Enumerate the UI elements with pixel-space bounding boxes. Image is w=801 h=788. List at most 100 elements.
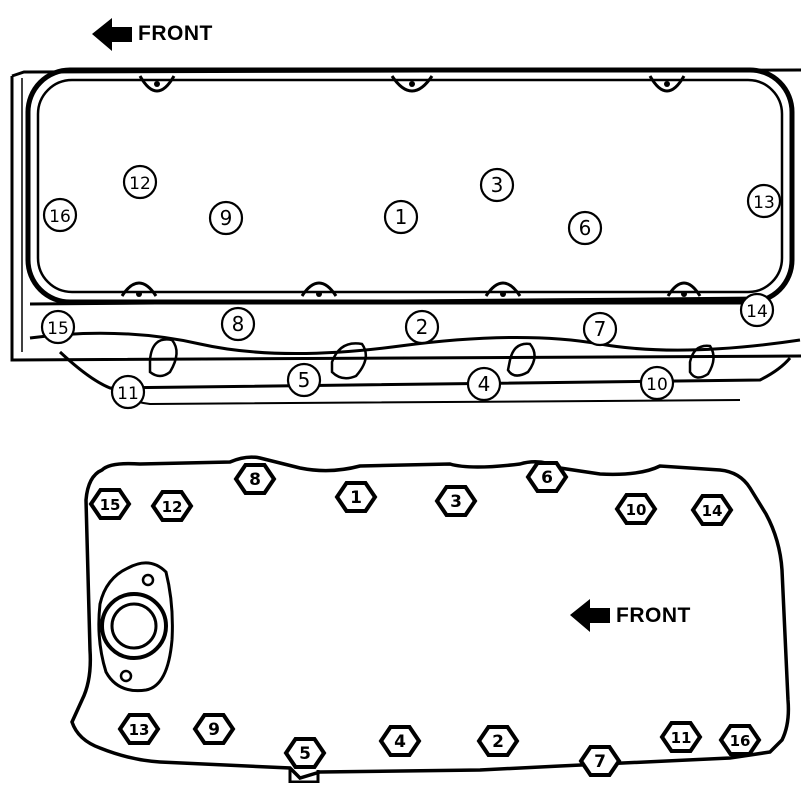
head-bolt-circle: [479, 167, 515, 203]
head-bolt-circle: [220, 306, 256, 342]
pan-bolt-hexagon: [659, 721, 703, 753]
head-bolt-number: 8: [232, 312, 245, 336]
pan-bolt-number: 6: [541, 468, 553, 488]
pan-bolt-10: 10: [614, 493, 658, 525]
head-bolt-number: 6: [579, 216, 592, 240]
pan-bolt-hexagon: [117, 713, 161, 745]
head-bolt-circle: [383, 199, 419, 235]
head-bolt-circle: [404, 309, 440, 345]
pan-bolt-hexagon: [718, 724, 762, 756]
pan-bolt-number: 11: [671, 729, 692, 747]
front-arrow-icon-top: [92, 18, 132, 51]
head-bolt-13: 13: [746, 183, 782, 219]
pan-bolt-number: 13: [129, 721, 150, 739]
front-arrow-icon-bottom: [570, 599, 610, 632]
pan-bolt-number: 15: [100, 496, 121, 514]
oil-pan-port-inner: [110, 602, 158, 650]
pan-bolt-hexagon: [476, 725, 520, 757]
gasket-inner: [36, 78, 784, 294]
pan-bolt-hexagon: [233, 463, 277, 495]
head-bolt-12: 12: [122, 164, 158, 200]
oil-pan-tab: [288, 768, 320, 784]
gasket-holes: [136, 81, 687, 297]
head-bolt-number: 15: [47, 319, 69, 339]
pan-bolt-5: 5: [283, 737, 327, 769]
pan-bolt-9: 9: [192, 713, 236, 745]
pan-bolt-14: 14: [690, 494, 734, 526]
pan-bolt-number: 5: [299, 744, 311, 764]
pan-bolt-7: 7: [578, 745, 622, 777]
head-bolt-2: 2: [404, 309, 440, 345]
head-rail-1: [29, 296, 771, 306]
head-bolt-number: 3: [491, 173, 504, 197]
front-label-top: FRONT: [138, 22, 213, 45]
pan-bolt-8: 8: [233, 463, 277, 495]
pan-bolt-number: 3: [450, 492, 462, 512]
head-bolt-number: 12: [129, 174, 151, 194]
pan-bolt-15: 15: [88, 488, 132, 520]
oil-pan: [70, 455, 791, 784]
head-bolt-10: 10: [639, 365, 675, 401]
oil-pan-outline: [70, 455, 791, 780]
head-bolt-circle: [746, 183, 782, 219]
pan-bolt-hexagon: [690, 494, 734, 526]
port-bosses: [148, 338, 715, 380]
head-bolt-4: 4: [466, 366, 502, 402]
head-bolt-circle: [42, 197, 78, 233]
head-bolt-number: 9: [220, 206, 233, 230]
head-bolt-3: 3: [479, 167, 515, 203]
oil-pan-hole-top: [141, 573, 155, 587]
head-bolt-8: 8: [220, 306, 256, 342]
head-bolt-circle: [567, 210, 603, 246]
head-bolt-6: 6: [567, 210, 603, 246]
head-bolt-circle: [122, 164, 158, 200]
pan-bolt-hexagon: [283, 737, 327, 769]
oil-pan-port-outer: [100, 592, 168, 660]
head-bolt-number: 11: [117, 384, 139, 404]
pan-bolt-number: 7: [594, 752, 606, 772]
head-bolt-number: 2: [416, 315, 429, 339]
head-bolt-circle: [110, 374, 146, 410]
pan-bolt-number: 16: [730, 732, 751, 750]
pan-bolt-hexagon: [192, 713, 236, 745]
head-bolt-14: 14: [739, 292, 775, 328]
cylinder-head: [10, 67, 801, 406]
pan-bolt-hexagon: [334, 481, 378, 513]
head-rail-2: [29, 331, 801, 356]
head-bolt-9: 9: [208, 200, 244, 236]
pan-bolt-11: 11: [659, 721, 703, 753]
head-bolt-number: 7: [594, 317, 607, 341]
pan-bolt-1: 1: [334, 481, 378, 513]
head-bolt-number: 14: [746, 302, 768, 322]
pan-bolt-hexagon: [378, 725, 422, 757]
gasket-lugs-bottom: [120, 281, 702, 297]
head-bolt-number: 10: [646, 375, 668, 395]
pan-bolt-number: 1: [350, 488, 362, 508]
pan-bolt-13: 13: [117, 713, 161, 745]
head-bolt-number: 1: [395, 205, 408, 229]
head-bolt-number: 13: [753, 193, 775, 213]
pan-bolt-hexagon: [578, 745, 622, 777]
pan-bolt-hexagon: [150, 490, 194, 522]
head-bolt-circle: [582, 311, 618, 347]
head-bolt-16: 16: [42, 197, 78, 233]
pan-bolt-number: 14: [702, 502, 723, 520]
pan-bolt-hexagon: [88, 488, 132, 520]
head-bolt-1: 1: [383, 199, 419, 235]
pan-bolt-number: 8: [249, 470, 261, 490]
pan-bolt-number: 9: [208, 720, 220, 740]
pan-bolt-number: 12: [162, 498, 183, 516]
pan-bolt-number: 2: [492, 732, 504, 752]
head-bolt-11: 11: [110, 374, 146, 410]
pan-bolt-hexagon: [614, 493, 658, 525]
pan-bolt-3: 3: [434, 485, 478, 517]
head-bolt-circle: [466, 366, 502, 402]
head-bolt-number: 5: [298, 368, 311, 392]
pan-bolt-12: 12: [150, 490, 194, 522]
pan-bolt-hexagon: [434, 485, 478, 517]
head-bolt-15: 15: [40, 309, 76, 345]
front-label-bottom: FRONT: [616, 604, 691, 627]
